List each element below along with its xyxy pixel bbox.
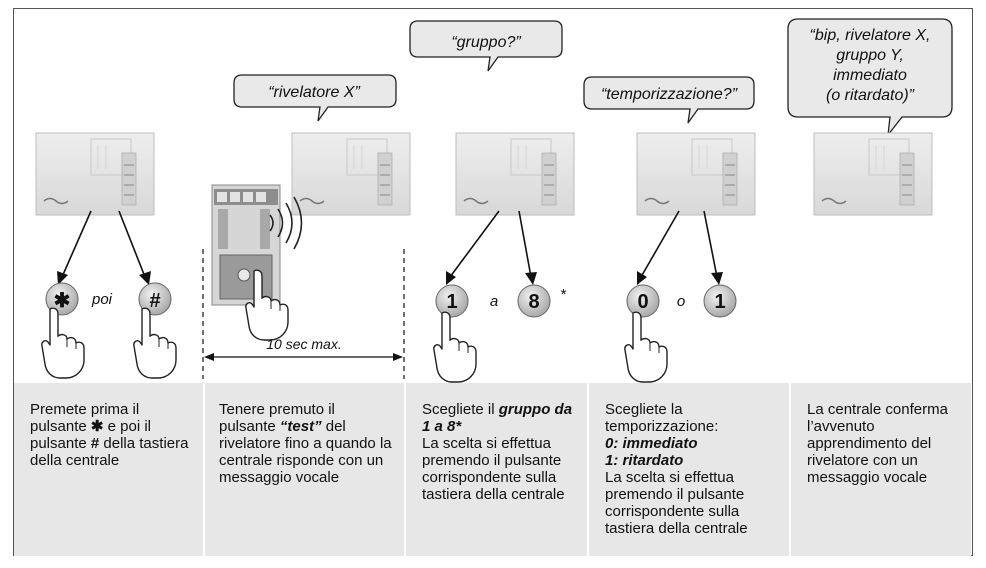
footnote-mark: * [560, 286, 567, 303]
pointing-hand-icon [624, 311, 668, 383]
step1-illustration: ✱ poi # [35, 132, 177, 379]
arrow-to-key [61, 210, 92, 278]
step-text: del rivelatore fino a quando la centrale… [219, 418, 392, 486]
speech-bubble: “gruppo?” [409, 20, 563, 72]
step-text: Premete prima il pulsante [30, 401, 140, 435]
hash-symbol: # [90, 435, 100, 452]
key-0 [626, 284, 660, 318]
key-1 [703, 284, 737, 318]
step-text: e poi il pulsante [30, 418, 151, 452]
key-8-label: 8 [528, 291, 539, 313]
pointing-hand-icon [433, 311, 477, 383]
divider [587, 383, 589, 556]
step-text: della tastiera della centrale [30, 435, 189, 469]
control-panel-icon [291, 132, 411, 216]
bubble-text: “gruppo?” [451, 34, 521, 51]
key-8 [517, 284, 551, 318]
star-symbol: ✱ [90, 418, 104, 435]
connector-word: poi [91, 291, 113, 308]
speech-bubble: “temporizzazione?” [583, 76, 755, 124]
step-text: Scegliete il [422, 401, 495, 418]
step4-instructions: Scegliete la temporizzazione: 0: immedia… [589, 383, 789, 556]
group-range: gruppo da 1 a 8* [422, 401, 573, 435]
sound-waves-icon [269, 196, 303, 250]
control-panel-icon [813, 132, 933, 216]
step3-instructions: Scegliete il gruppo da 1 a 8* La scelta … [406, 383, 587, 556]
control-panel-icon [636, 132, 756, 216]
bubble-text: “bip, rivelatore X, [810, 27, 931, 44]
step2-illustration: “rivelatore X” 10 sec [202, 74, 411, 379]
bubble-text: “temporizzazione?” [601, 86, 738, 103]
hash-key [138, 282, 172, 316]
step-text: Tenere premuto il pulsante [219, 401, 335, 435]
bubble-text: “rivelatore X” [268, 84, 360, 101]
diagram-frame: ✱ poi # “rivelatore X” [13, 8, 973, 556]
step-text: La scelta si effettua premendo il pulsan… [422, 435, 565, 503]
bubble-text: immediato [833, 67, 907, 84]
connector-word: a [490, 293, 498, 310]
option-immediate: 0: immediato [605, 435, 698, 452]
step4-illustration: “temporizzazione?” 0 o 1 [583, 76, 756, 383]
test-button-name: “test” [279, 418, 322, 435]
timer-label: 10 sec max. [266, 336, 341, 352]
arrow-to-key [518, 210, 532, 278]
speech-bubble: “rivelatore X” [233, 74, 397, 122]
divider [404, 383, 406, 556]
step-text: La centrale conferma l’avvenuto apprendi… [807, 401, 948, 486]
step-text: La scelta si effettua premendo il pulsan… [605, 469, 748, 537]
bubble-text: gruppo Y, [836, 47, 904, 64]
speech-bubble: “bip, rivelatore X, gruppo Y, immediato … [787, 18, 953, 138]
control-panel-icon [35, 132, 155, 216]
step1-instructions: Premete prima il pulsante ✱ e poi il pul… [14, 383, 203, 556]
arrow-to-key [703, 210, 718, 278]
step5-illustration: “bip, rivelatore X, gruppo Y, immediato … [787, 18, 953, 216]
control-panel-icon [455, 132, 575, 216]
step-text: Scegliete la temporizzazione: [605, 401, 719, 435]
arrow-to-key [118, 210, 146, 278]
option-delayed: 1: ritardato [605, 452, 684, 469]
star-key [45, 282, 79, 316]
key-0-label: 0 [637, 291, 648, 313]
pointing-hand-icon [41, 307, 85, 379]
key-1-label: 1 [446, 291, 457, 313]
arrow-to-key [449, 210, 500, 278]
key-1 [435, 284, 469, 318]
connector-word: o [677, 293, 685, 310]
step3-illustration: “gruppo?” 1 a 8 * [409, 20, 575, 383]
hash-key-label: # [149, 290, 160, 312]
divider [789, 383, 791, 556]
timer-dimension: 10 sec max. [202, 249, 405, 379]
bubble-text: (o ritardato)” [826, 87, 915, 104]
step5-instructions: La centrale conferma l’avvenuto apprendi… [791, 383, 971, 556]
divider [203, 383, 205, 556]
star-key-label: ✱ [54, 290, 71, 312]
arrow-to-key [640, 210, 680, 278]
step2-instructions: Tenere premuto il pulsante “test” del ri… [205, 383, 404, 556]
pointing-hand-icon [133, 307, 177, 379]
key-1-label: 1 [714, 291, 725, 313]
detector-icon [211, 184, 281, 306]
illustration-area: ✱ poi # “rivelatore X” [35, 18, 953, 383]
